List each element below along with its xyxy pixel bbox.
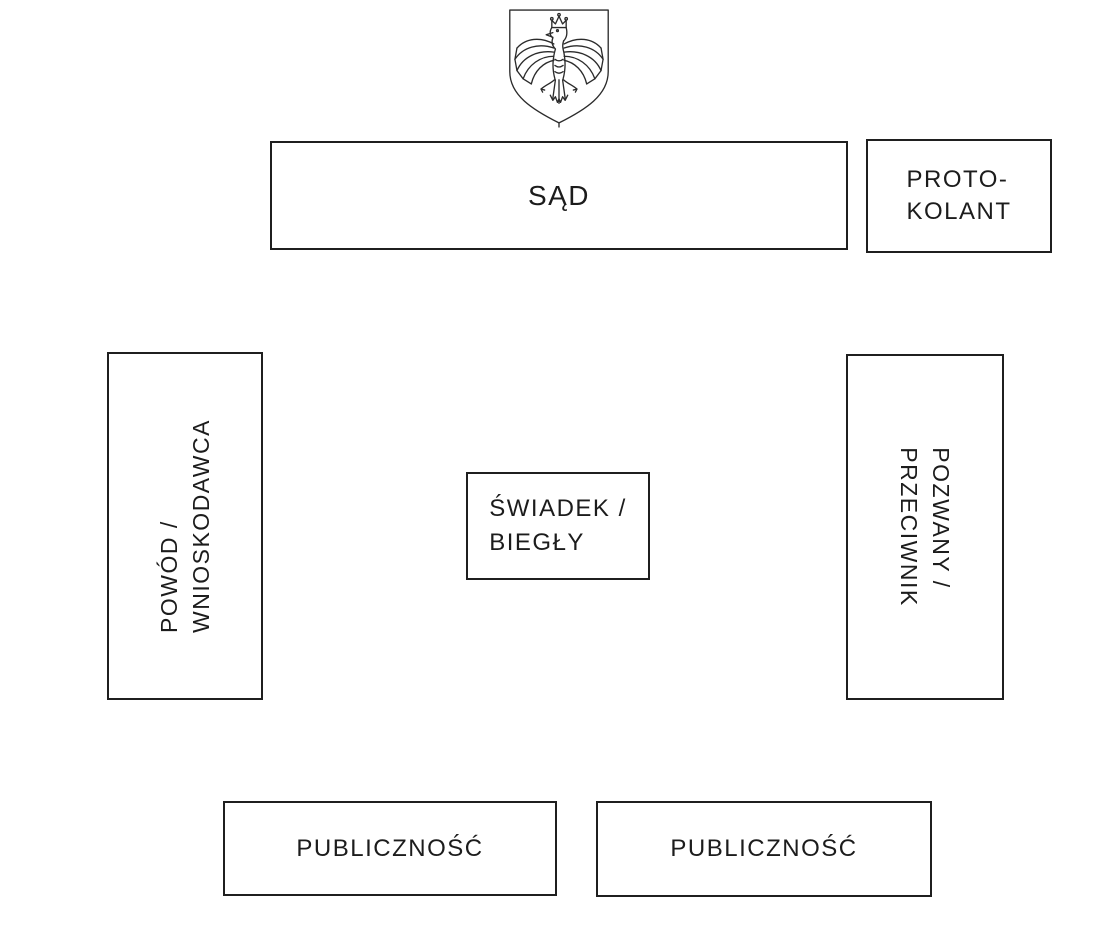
plaintiff-label: POWÓD / WNIOSKODAWCA — [153, 419, 217, 633]
audience-right-box: PUBLICZNOŚĆ — [596, 801, 932, 897]
clerk-label: PROTO- KOLANT — [906, 164, 1011, 229]
audience-right-label: PUBLICZNOŚĆ — [670, 835, 858, 862]
court-bench-box: SĄD — [270, 141, 848, 250]
witness-label-line1: ŚWIADEK / — [489, 495, 627, 523]
defendant-label-line1: POZWANY / — [928, 447, 955, 589]
defendant-box: POZWANY / PRZECIWNIK — [846, 354, 1004, 700]
clerk-label-line2: KOLANT — [906, 198, 1012, 225]
plaintiff-box: POWÓD / WNIOSKODAWCA — [107, 352, 263, 700]
witness-box: ŚWIADEK / BIEGŁY — [466, 472, 650, 580]
coat-of-arms-icon — [509, 9, 609, 128]
witness-label-line2: BIEGŁY — [489, 529, 585, 556]
clerk-box: PROTO- KOLANT — [866, 139, 1052, 253]
court-bench-label: SĄD — [527, 179, 591, 211]
polish-eagle-emblem — [505, 6, 613, 128]
defendant-label: POZWANY / PRZECIWNIK — [893, 447, 957, 606]
witness-label: ŚWIADEK / BIEGŁY — [489, 492, 627, 559]
plaintiff-label-line2: WNIOSKODAWCA — [188, 419, 214, 633]
defendant-label-line2: PRZECIWNIK — [896, 447, 922, 607]
plaintiff-label-line1: POWÓD / — [155, 520, 182, 633]
clerk-label-line1: PROTO- — [906, 165, 1009, 193]
audience-left-label: PUBLICZNOŚĆ — [296, 834, 484, 862]
audience-left-box: PUBLICZNOŚĆ — [223, 801, 557, 896]
